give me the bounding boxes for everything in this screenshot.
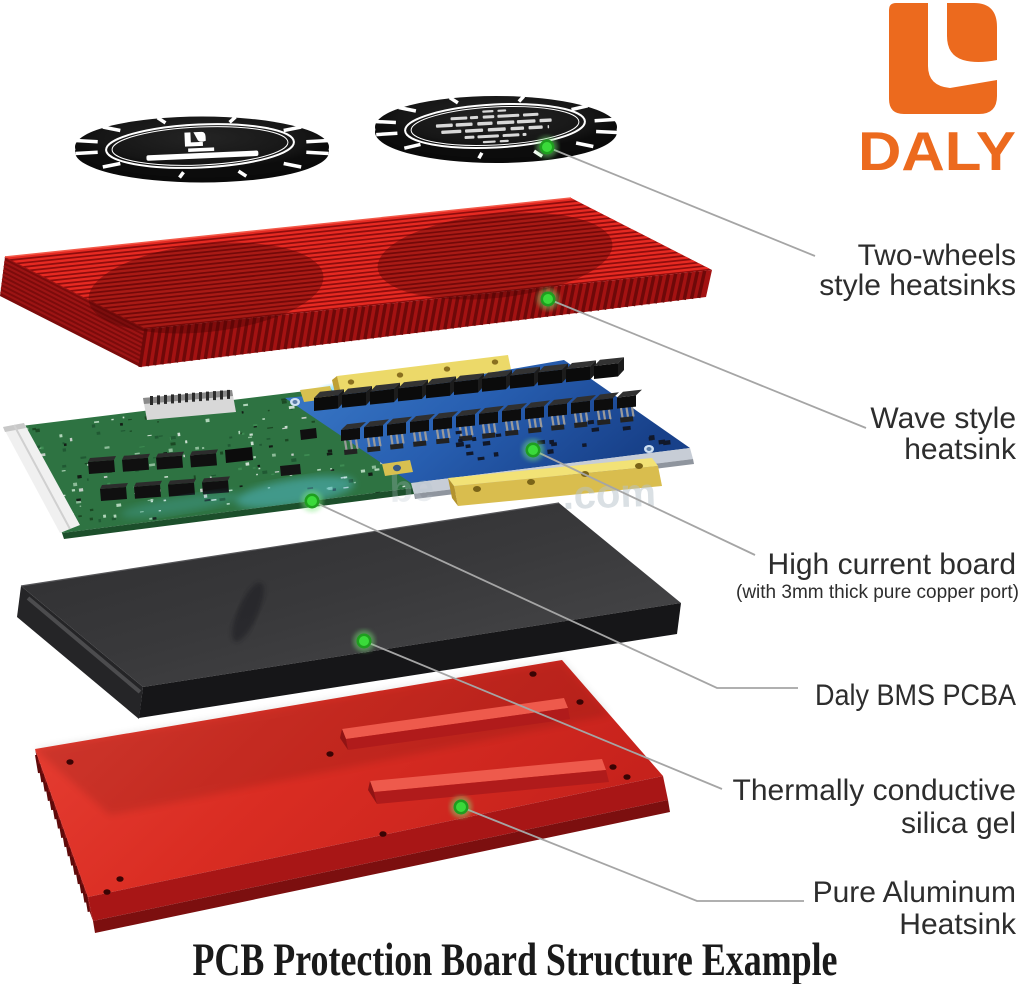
svg-text:be: be (389, 467, 435, 511)
svg-text:Pure Aluminum: Pure Aluminum (813, 876, 1016, 909)
svg-text:PCB Protection Board Structure: PCB Protection Board Structure Example (193, 934, 838, 984)
svg-text:.com: .com (562, 471, 657, 518)
svg-text:style heatsinks: style heatsinks (819, 269, 1016, 302)
svg-text:High current board: High current board (768, 548, 1016, 581)
svg-text:DALY: DALY (858, 120, 1016, 182)
svg-text:Two-wheels: Two-wheels (858, 239, 1016, 272)
svg-text:(with 3mm thick pure copper po: (with 3mm thick pure copper port) (736, 582, 1019, 603)
svg-text:Heatsink: Heatsink (899, 908, 1017, 941)
svg-text:Daly BMS PCBA: Daly BMS PCBA (815, 679, 1016, 712)
svg-text:Wave style: Wave style (870, 402, 1016, 435)
svg-text:silica gel: silica gel (901, 807, 1016, 840)
svg-text:heatsink: heatsink (904, 433, 1017, 466)
svg-text:Thermally conductive: Thermally conductive (733, 774, 1016, 807)
